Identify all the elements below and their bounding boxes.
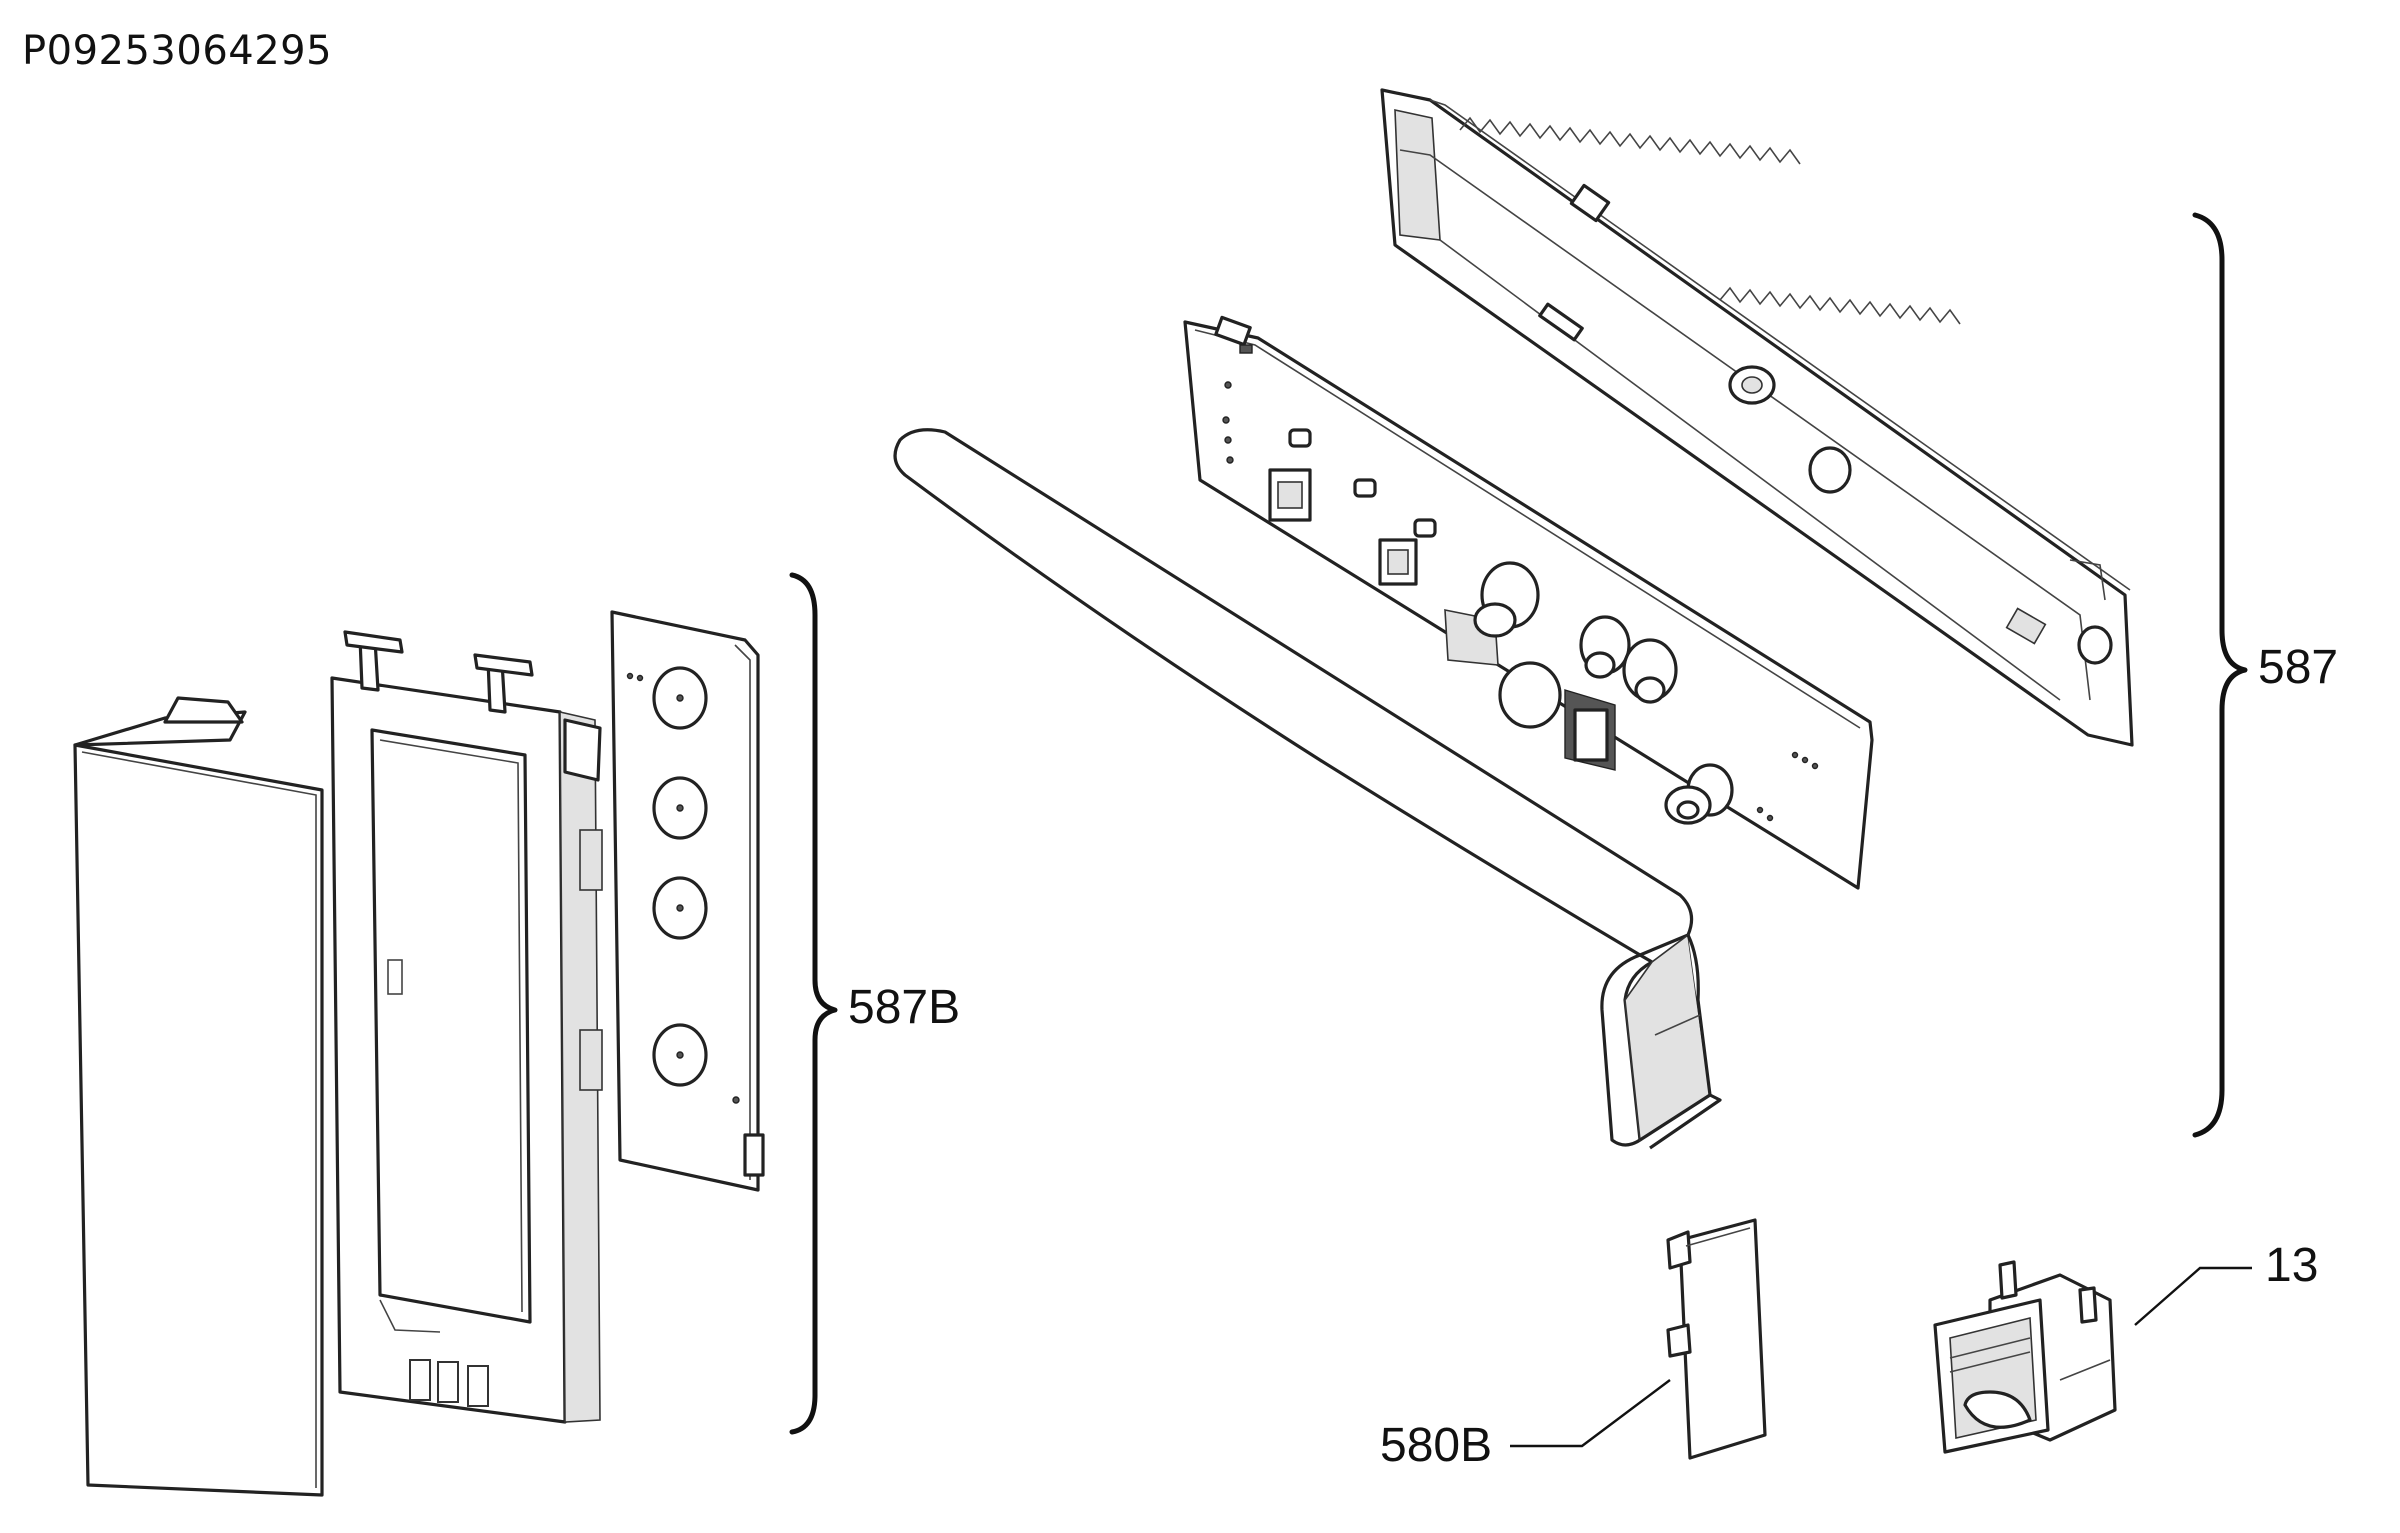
callout-587: 587 [2258,641,2339,694]
callout-13: 13 [2265,1239,2319,1292]
button-pcb [610,610,765,1192]
rear-housing [1380,88,2134,747]
document-id: P09253064295 [22,28,333,74]
leader-13 [2134,1266,2252,1326]
mounting-frame [330,630,603,1424]
brace-587b [789,572,838,1435]
callout-587b: 587B [848,981,961,1034]
main-pcb [1183,315,1874,890]
leader-580b [1510,1379,1671,1448]
front-fascia [893,428,1722,1150]
small-cover-580b [1666,1218,1767,1460]
front-cover-panel [73,696,324,1497]
switch-13 [1933,1260,2117,1454]
brace-587 [2192,212,2248,1138]
callout-580b: 580B [1380,1419,1493,1472]
